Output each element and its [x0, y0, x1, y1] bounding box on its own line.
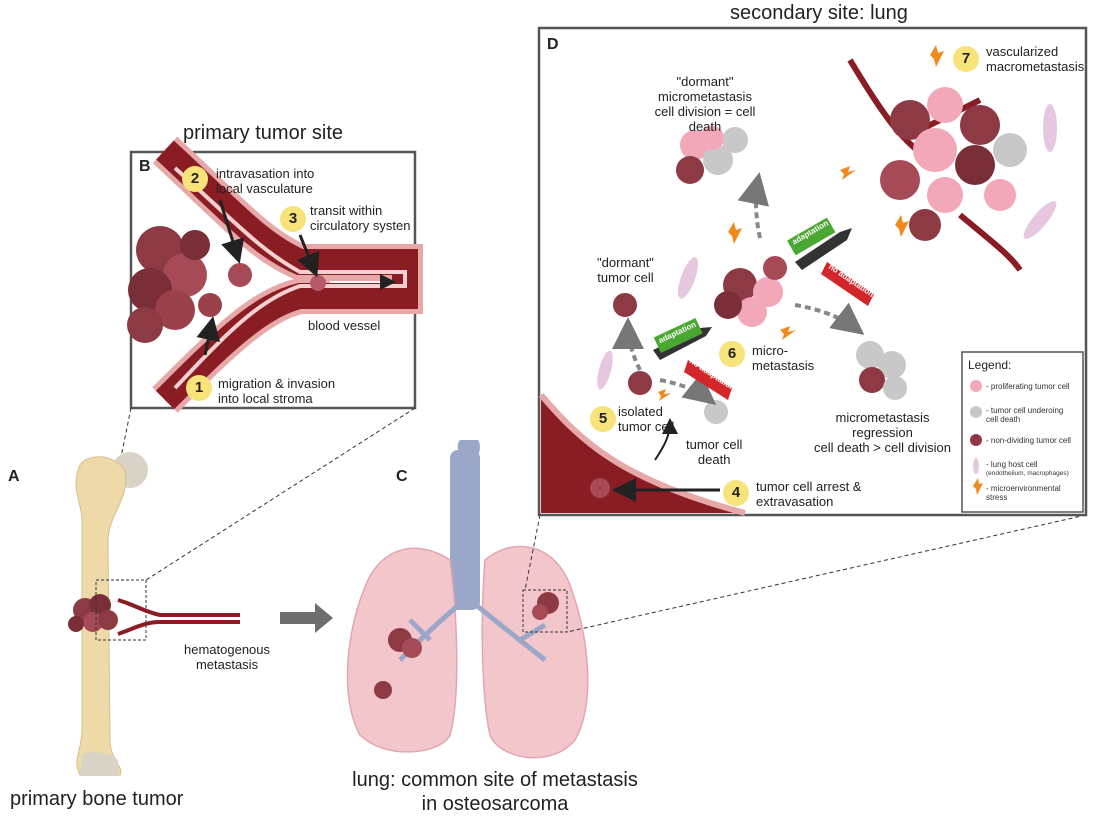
dormant-micro-line1: "dormant": [676, 74, 734, 89]
small-vessel: [117, 598, 240, 636]
dormant-cell-line1: "dormant": [597, 255, 654, 270]
circulating-cell: [310, 275, 326, 291]
panel-b-tumor-mass: [127, 226, 222, 343]
primary-site-heading: primary tumor site: [183, 122, 344, 144]
cell-death-label: tumor cell death: [686, 437, 742, 467]
hematogenous-arrow: [280, 603, 333, 633]
lung-heading-line2: in osteosarcoma: [421, 793, 569, 815]
blood-vessel-label: blood vessel: [308, 318, 381, 333]
step-5-line1: isolated: [618, 404, 663, 419]
step-1-line1: migration & invasion: [218, 376, 336, 391]
stress-bolts: [658, 45, 944, 401]
legend-item-line1: - proliferating tumor cell: [986, 382, 1070, 391]
dormant-micro-line3: cell division = cell death: [654, 104, 756, 134]
lung-metastases: [374, 592, 559, 699]
legend-item-line1: - tumor cell underoing: [986, 406, 1064, 415]
step-1-badge: 1: [186, 375, 212, 401]
hematogenous-line2: metastasis: [195, 657, 259, 672]
regression-line2: regression: [852, 425, 913, 440]
panel-letter-c: C: [396, 468, 408, 485]
hematogenous-label: hematogenous metastasis: [184, 642, 270, 672]
step-1-line2: into local stroma: [218, 391, 313, 406]
dormant-micro-label: "dormant" micrometastasis cell division …: [640, 74, 770, 134]
step-4-label: tumor cell arrest & extravasation: [756, 479, 861, 509]
regression-line3: cell death > cell division: [814, 440, 951, 455]
step-7-label: vascularized macrometastasis: [986, 44, 1084, 74]
legend-item-line1: - microenvironmental: [986, 484, 1061, 493]
panel-letter-a: A: [8, 468, 20, 485]
step-1-label: migration & invasion into local stroma: [218, 376, 335, 406]
dormant-cell: [613, 293, 637, 317]
regression-line1: micrometastasis: [835, 410, 930, 425]
legend-item-host: - lung host cell (endothelium, macrophag…: [986, 460, 1069, 478]
legend-item-line1: - lung host cell: [986, 460, 1038, 469]
step-4-line1: tumor cell arrest &: [756, 479, 862, 494]
dormant-cell-line2: tumor cell: [597, 270, 654, 285]
step-6-line2: metastasis: [752, 358, 815, 373]
step-2-line1: intravasation into: [216, 166, 315, 181]
step-6-label: micro- metastasis: [752, 343, 814, 373]
cell-death-line1: tumor cell: [686, 437, 743, 452]
step-3-line1: transit within: [310, 203, 383, 218]
step-7-line2: macrometastasis: [986, 59, 1085, 74]
adaptation-ribbon-2: [787, 217, 836, 256]
bone-heading: primary bone tumor: [10, 788, 184, 810]
hematogenous-line1: hematogenous: [184, 642, 271, 657]
step-4-badge: 4: [723, 480, 749, 506]
micrometastasis: [714, 256, 787, 327]
step-7-line1: vascularized: [986, 44, 1059, 59]
regression-label: micrometastasis regression cell death > …: [810, 410, 955, 455]
cell-death-line2: death: [697, 452, 731, 467]
step-2-label: intravasation into local vasculature: [216, 166, 314, 196]
step-7-badge: 7: [953, 46, 979, 72]
step-6-line1: micro-: [752, 343, 789, 358]
lung-heading-line1: lung: common site of metastasis: [352, 769, 638, 791]
dormant-micro-line2: micrometastasis: [658, 89, 752, 104]
panel-letter-b: B: [139, 158, 151, 175]
no-adaptation-ribbon-2: [821, 262, 874, 306]
isolated-cell: [628, 371, 652, 395]
step-2-line2: local vasculature: [216, 181, 313, 196]
legend-item-stress: - microenvironmental stress: [986, 484, 1061, 502]
regression-cluster: [856, 341, 907, 400]
step-3-line2: circulatory systen: [310, 218, 411, 233]
intravasating-cell: [228, 263, 252, 287]
macrometastasis: [847, 58, 1027, 272]
adaptation-ribbon-1: [653, 318, 703, 353]
legend-item-dying: - tumor cell underoing cell death: [986, 406, 1063, 424]
legend-item-proliferating: - proliferating tumor cell: [986, 382, 1070, 391]
step-5-line2: tumor cell: [618, 419, 675, 434]
dormant-micrometastasis: [676, 126, 748, 184]
legend-box: [961, 351, 1084, 513]
secondary-site-heading: secondary site: lung: [730, 2, 908, 24]
step-6-badge: 6: [719, 341, 745, 367]
legend-item-nondividing: - non-dividing tumor cell: [986, 436, 1071, 445]
legend-item-line2: stress: [986, 493, 1008, 502]
step-5-label: isolated tumor cell: [618, 404, 674, 434]
bone-tumor: [68, 594, 118, 632]
step-3-badge: 3: [280, 206, 306, 232]
panel-letter-d: D: [547, 36, 559, 53]
step-5-badge: 5: [590, 406, 616, 432]
step-2-badge: 2: [182, 166, 208, 192]
legend-item-line2: cell death: [986, 415, 1021, 424]
lung-heading: lung: common site of metastasis in osteo…: [330, 768, 660, 816]
legend-item-line1: - non-dividing tumor cell: [986, 436, 1071, 445]
step-4-line2: extravasation: [756, 494, 834, 509]
dormant-cell-label: "dormant" tumor cell: [597, 255, 654, 285]
legend-item-line2: (endothelium, macrophages): [986, 470, 1069, 477]
legend-title: Legend:: [968, 358, 1012, 372]
step-3-label: transit within circulatory systen: [310, 203, 410, 233]
no-adaptation-ribbon-1: [684, 360, 732, 400]
dying-cell: [704, 400, 728, 424]
